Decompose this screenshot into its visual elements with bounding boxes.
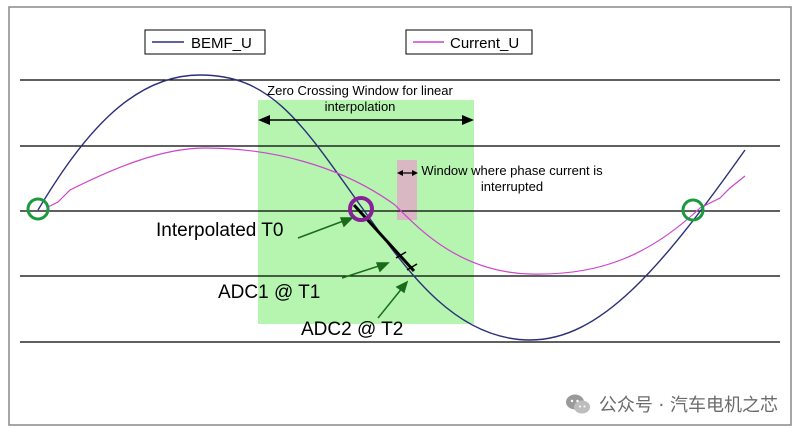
adc2-callout-arrow — [377, 286, 404, 319]
legend-current-label: Current_U — [450, 35, 519, 52]
zero-crossing-circle-right — [681, 198, 705, 222]
adc1-label: ADC1 @ T1 — [218, 282, 320, 303]
zero-crossing-window — [258, 100, 474, 324]
interpolated-t0-label: Interpolated T0 — [156, 220, 283, 241]
zero-crossing-label-line1: Zero Crossing Window for linear — [267, 83, 453, 98]
adc1-tick — [395, 251, 407, 259]
zero-crossing-label-line2: interpolation — [325, 99, 396, 114]
wechat-icon — [565, 394, 590, 414]
callout-arrows — [297, 217, 409, 319]
t0-arrowhead — [339, 217, 354, 228]
watermark-text: 公众号 · 汽车电机之芯 — [598, 395, 778, 416]
interrupt-window-arrow — [397, 170, 418, 176]
adc2-label: ADC2 @ T2 — [301, 319, 403, 340]
zero-crossing-circle-left — [26, 197, 50, 221]
current-curve — [47, 147, 746, 275]
bemf-curve — [37, 74, 746, 341]
interrupted-label-line2: interrupted — [481, 179, 543, 194]
interpolation-segment — [352, 203, 416, 273]
adc-sample-ticks — [395, 251, 418, 271]
adc2-arrowhead — [395, 280, 409, 294]
t0-callout-arrow — [297, 219, 347, 239]
adc2-tick — [406, 263, 418, 271]
diagram-border — [8, 6, 792, 426]
legend-current: Current_U — [405, 29, 533, 55]
grid-lines — [20, 79, 780, 343]
legend-bemf: BEMF_U — [144, 29, 266, 55]
legend-bemf-label: BEMF_U — [191, 35, 252, 52]
adc1-arrowhead — [375, 262, 390, 273]
zero-crossing-arrow — [258, 115, 474, 125]
watermark: 公众号 · 汽车电机之芯 — [565, 391, 778, 417]
interpolated-t0-circle — [348, 196, 374, 222]
interrupted-label-line1: Window where phase current is — [421, 163, 603, 178]
adc1-callout-arrow — [341, 264, 383, 279]
